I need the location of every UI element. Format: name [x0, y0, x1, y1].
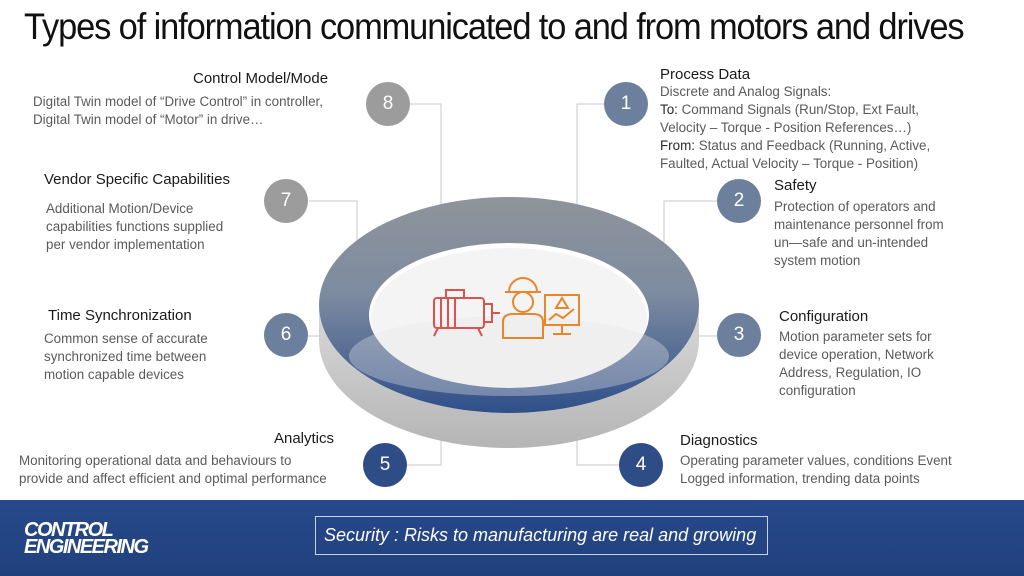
configuration-block: Configuration Motion parameter sets for …	[779, 308, 934, 400]
from-cont: Faulted, Actual Velocity – Torque - Posi…	[660, 155, 930, 173]
vendor-body: Additional Motion/Device capabilities fu…	[46, 200, 223, 254]
diagnostics-block: Diagnostics Operating parameter values, …	[680, 432, 952, 488]
configuration-line: configuration	[779, 382, 934, 400]
step-8-badge: 8	[366, 82, 410, 126]
time-sync-block: Time Synchronization	[48, 307, 192, 324]
security-banner: Security : Risks to manufacturing are re…	[315, 516, 768, 555]
step-5-badge: 5	[363, 443, 407, 487]
step-7-badge: 7	[264, 179, 308, 223]
configuration-line: Motion parameter sets for	[779, 328, 934, 346]
time-sync-heading: Time Synchronization	[48, 307, 192, 324]
control-model-heading: Control Model/Mode	[193, 70, 328, 87]
time-sync-line: Common sense of accurate	[44, 330, 208, 348]
step-4-badge: 4	[619, 443, 663, 487]
configuration-heading: Configuration	[779, 308, 934, 325]
step-1-badge: 1	[604, 82, 648, 126]
step-3-badge: 3	[717, 313, 761, 357]
configuration-body: Motion parameter sets for device operati…	[779, 328, 934, 400]
analytics-line: Monitoring operational data and behaviou…	[19, 452, 327, 470]
process-data-body: Discrete and Analog Signals: To: Command…	[660, 83, 930, 173]
control-engineering-logo: CONTROL ENGINEERING	[24, 522, 148, 556]
safety-line: un—safe and un-intended	[774, 234, 944, 252]
diagnostics-heading: Diagnostics	[680, 432, 952, 449]
to-text: Command Signals (Run/Stop, Ext Fault,	[678, 102, 919, 117]
vendor-line: capabilities functions supplied	[46, 218, 223, 236]
vendor-line: per vendor implementation	[46, 236, 223, 254]
process-data-block: Process Data Discrete and Analog Signals…	[660, 66, 930, 173]
to-cont: Velocity – Torque - Position References……	[660, 119, 930, 137]
safety-line: Protection of operators and	[774, 198, 944, 216]
configuration-line: device operation, Network	[779, 346, 934, 364]
process-data-line: Discrete and Analog Signals:	[660, 83, 930, 101]
control-model-block: Control Model/Mode	[193, 70, 328, 87]
analytics-block: Analytics	[274, 430, 363, 447]
time-sync-line: synchronized time between	[44, 348, 208, 366]
from-text: Status and Feedback (Running, Active,	[695, 138, 930, 153]
vendor-block: Vendor Specific Capabilities	[44, 171, 230, 188]
time-sync-body: Common sense of accurate synchronized ti…	[44, 330, 208, 384]
logo-line-2: ENGINEERING	[24, 539, 148, 556]
safety-heading: Safety	[774, 177, 944, 194]
time-sync-line: motion capable devices	[44, 366, 208, 384]
diagnostics-line: Logged information, trending data points	[680, 470, 952, 488]
step-6-badge: 6	[264, 313, 308, 357]
diagnostics-body: Operating parameter values, conditions E…	[680, 452, 952, 488]
diagnostics-line: Operating parameter values, conditions E…	[680, 452, 952, 470]
to-label: To:	[660, 102, 678, 117]
process-data-heading: Process Data	[660, 66, 930, 83]
safety-line: system motion	[774, 252, 944, 270]
vendor-line: Additional Motion/Device	[46, 200, 223, 218]
control-model-body: Digital Twin model of “Drive Control” in…	[33, 93, 323, 129]
control-model-line: Digital Twin model of “Motor” in drive…	[33, 111, 323, 129]
control-model-line: Digital Twin model of “Drive Control” in…	[33, 93, 323, 111]
from-label: From:	[660, 138, 695, 153]
analytics-line: provide and affect efficient and optimal…	[19, 470, 327, 488]
step-2-badge: 2	[717, 179, 761, 223]
analytics-heading: Analytics	[274, 430, 334, 447]
safety-block: Safety Protection of operators and maint…	[774, 177, 944, 270]
configuration-line: Address, Regulation, IO	[779, 364, 934, 382]
analytics-body: Monitoring operational data and behaviou…	[19, 452, 327, 488]
vendor-heading: Vendor Specific Capabilities	[44, 171, 230, 188]
safety-line: maintenance personnel from	[774, 216, 944, 234]
footer-bar: CONTROL ENGINEERING Security : Risks to …	[0, 500, 1024, 576]
safety-body: Protection of operators and maintenance …	[774, 198, 944, 270]
